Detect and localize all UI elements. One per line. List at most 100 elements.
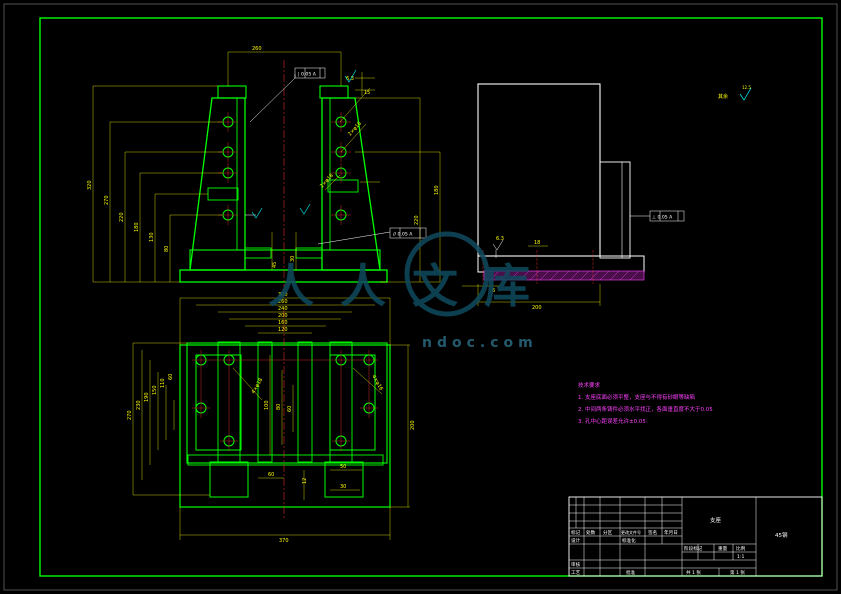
side-base-hatch	[483, 270, 645, 281]
top-bottom-tab-left	[209, 461, 249, 498]
top-holes	[195, 354, 375, 447]
tb-check: 审核	[571, 561, 581, 568]
top-view: 300 260 240 200 160 120 370 200 270 230 …	[127, 292, 416, 544]
side-roughness-small: 6.3	[496, 236, 504, 242]
front-tolerance-frames	[294, 67, 427, 239]
top-center-left	[257, 341, 273, 463]
dim-rh1: 220	[414, 215, 420, 225]
tb-approve: 批准	[626, 569, 636, 576]
watermark-chars: 人人文库	[268, 259, 556, 313]
top-dim-w4: 200	[278, 313, 288, 319]
tb-material: 45钢	[775, 531, 788, 539]
dim-base: 45	[272, 262, 278, 268]
side-dim-width: 200	[532, 305, 542, 311]
top-dim-b2: 50	[340, 464, 346, 470]
front-hole-centers	[218, 112, 351, 225]
front-tol-2: // 0.05 A	[393, 232, 413, 238]
dim-slot: 6.3	[346, 76, 354, 82]
roughness-marks-front	[251, 69, 357, 219]
top-bottom-tab-right	[324, 461, 364, 498]
top-dim-ch1: 100	[264, 400, 270, 410]
top-dim-lh4: 150	[152, 385, 158, 395]
tech-note-3: 3. 孔中心距误差允许±0.05	[578, 417, 646, 425]
top-frame	[186, 342, 388, 464]
watermark-ring	[404, 231, 490, 317]
front-holes	[222, 116, 347, 221]
top-dim-b1: 60	[268, 472, 274, 478]
dim-rh2: 180	[434, 185, 440, 195]
top-dim-lh1: 270	[127, 410, 133, 420]
tb-header-2: 分区	[603, 529, 613, 536]
tb-design: 设计	[571, 537, 581, 544]
top-dim-lh5: 110	[160, 378, 166, 388]
front-inner-block-left	[244, 247, 272, 259]
side-body	[477, 83, 601, 257]
top-dim-w6: 120	[278, 327, 288, 333]
top-dim-lh2: 230	[136, 400, 142, 410]
tb-stage-2: 比例	[736, 545, 746, 552]
side-dim-offset: 6	[492, 288, 495, 294]
title-block-grid	[569, 497, 757, 576]
front-plinth	[189, 249, 381, 271]
tb-part-name: 支座	[710, 516, 722, 524]
side-dim-lines	[462, 245, 601, 306]
side-tolerance	[492, 210, 685, 258]
roughness-value: 12.5	[742, 85, 751, 90]
roughness-label: 其余	[718, 93, 728, 100]
dim-top-width: 260	[252, 46, 262, 52]
roughness-note: 其余 12.5	[718, 85, 752, 101]
tb-sheet-no: 第 1 张	[730, 569, 745, 576]
tech-note-2: 2. 中间两条铸件必须水平找正，各面垂直度不大于0.05	[578, 405, 713, 413]
tb-process: 工艺	[571, 570, 581, 576]
tech-note-1: 1. 支座底面必须平整，支座与不得有砂眼等缺陷	[578, 393, 695, 401]
tb-standardize: 标准化	[622, 537, 636, 544]
side-boss	[599, 161, 631, 259]
tb-header-5: 年月日	[664, 529, 678, 536]
dim-h6: 30	[290, 256, 296, 262]
tech-notes-title: 技术要求	[578, 381, 601, 389]
front-leaders	[245, 74, 391, 245]
tb-header-4: 签名	[648, 529, 657, 536]
tb-header-3: 更改文件号	[621, 529, 641, 535]
dim-h1: 270	[104, 195, 110, 205]
watermark-domain: ndoc.com	[422, 335, 538, 351]
top-hole-label-2: 4×φ16	[370, 374, 384, 392]
top-dim-b4: 12	[302, 478, 308, 484]
roughness-symbol	[739, 87, 752, 101]
title-block-frame	[568, 496, 823, 577]
tb-header-1: 处数	[586, 529, 596, 536]
tb-stage-1: 重量	[718, 545, 728, 552]
front-right-cap	[319, 85, 349, 99]
top-dim-b3: 30	[340, 484, 346, 490]
drawing-border	[39, 17, 823, 577]
top-dim-depth: 200	[410, 420, 416, 430]
top-dim-w1: 300	[278, 292, 288, 298]
top-outline	[179, 344, 391, 508]
top-dim-overall: 370	[279, 538, 289, 544]
dim-small: 15	[364, 90, 370, 96]
dim-h3: 180	[134, 222, 140, 232]
side-hatch-lines	[489, 270, 640, 281]
top-left-block	[195, 354, 242, 451]
front-dim-lines	[92, 51, 441, 283]
technical-requirements: 技术要求 1. 支座底面必须平整，支座与不得有砂眼等缺陷 2. 中间两条铸件必须…	[578, 381, 713, 425]
dim-h2: 220	[119, 212, 125, 222]
front-left-cap	[217, 85, 247, 99]
front-tol-1: | 0.05 A	[298, 72, 317, 78]
front-view: | 0.05 A // 0.05 A 260 320 270 220 180 1…	[87, 46, 441, 290]
top-dim-lh3: 190	[144, 392, 150, 402]
top-right-block	[329, 354, 376, 451]
dim-overall-height: 320	[87, 180, 93, 190]
tb-header-0: 标记	[571, 529, 581, 536]
top-dim-lines	[132, 297, 410, 540]
side-tol: ⊥ 0.05 A	[652, 215, 673, 221]
dim-h4: 130	[149, 232, 155, 242]
tb-scale: 1:1	[737, 554, 744, 560]
front-left-slot	[207, 187, 239, 201]
top-dim-ch3: 60	[287, 406, 293, 412]
top-dim-ch2: 80	[276, 404, 282, 410]
watermark: 人人文库 ndoc.com	[268, 231, 556, 351]
top-hole-label-1: 4×φ18	[251, 377, 265, 395]
outer-frame	[3, 3, 838, 591]
